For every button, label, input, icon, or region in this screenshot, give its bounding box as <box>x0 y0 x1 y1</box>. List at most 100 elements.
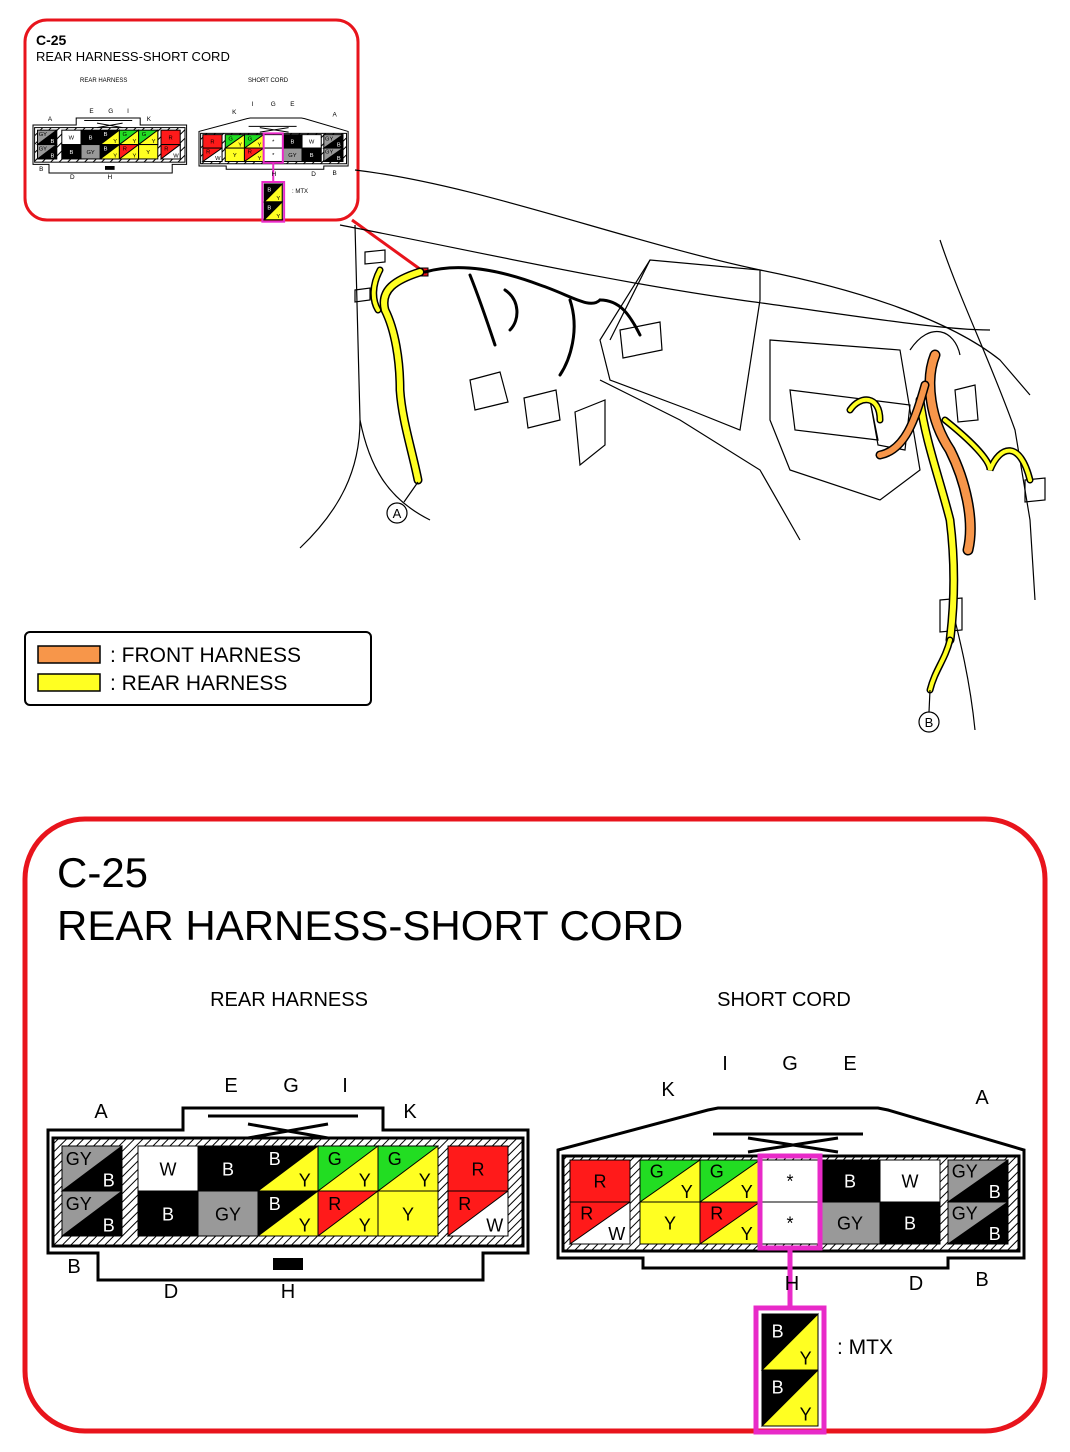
pin-label-d: D <box>70 174 75 181</box>
connector-key <box>105 166 115 170</box>
short-top-cell: B <box>282 134 303 149</box>
cell-color-1: B <box>269 1194 281 1214</box>
rear-top-cell: R <box>160 129 181 146</box>
callout-a: A <box>386 481 419 524</box>
pin-label-i: I <box>342 1075 348 1097</box>
cell-bg <box>447 1145 509 1192</box>
cell-color-1: G <box>123 132 128 138</box>
cell-color-1: GY <box>325 150 333 156</box>
short-bottom-cell: GYB <box>946 1201 1009 1245</box>
cell-color-2: B <box>51 154 55 160</box>
pin-label-b: B <box>39 166 43 173</box>
inset-mtx-label: : MTX <box>292 189 308 195</box>
rear-top-cell: GYB <box>60 1145 123 1192</box>
cell-color: B <box>162 1204 174 1224</box>
cell-color-1: GY <box>952 1204 978 1224</box>
pin-label-g: G <box>108 108 113 115</box>
cell-stripe <box>446 1190 509 1237</box>
cell-color-2: Y <box>741 1224 753 1244</box>
mtx-cell: BY <box>760 1368 819 1427</box>
pin-label-k: K <box>661 1079 675 1101</box>
rear-top-cell: GY <box>117 129 140 145</box>
main-right-label: SHORT CORD <box>717 989 851 1011</box>
cell-color-2: B <box>337 156 341 162</box>
pin-label-i: I <box>127 108 129 115</box>
pin-label-e: E <box>843 1053 856 1075</box>
cell-color-2: Y <box>681 1182 693 1202</box>
cell-color-2: W <box>173 154 179 160</box>
cell-color: * <box>272 153 275 159</box>
inset-pointer-line <box>351 218 425 274</box>
cell-color: W <box>69 136 75 142</box>
cell-color-1: B <box>267 205 271 211</box>
cell-bg <box>197 1145 259 1192</box>
cell-color: B <box>904 1213 916 1233</box>
rear-top-cell: GY <box>316 1145 379 1192</box>
cell-color-2: Y <box>113 154 117 160</box>
short-bottom-cell: RY <box>242 147 265 162</box>
short-top-cell: GYB <box>322 133 344 149</box>
cell-color-1: GY <box>39 132 47 138</box>
cell-color-2: Y <box>238 143 242 149</box>
short-top-cell: GYB <box>946 1159 1009 1203</box>
main-title: REAR HARNESS-SHORT CORD <box>57 902 683 949</box>
cell-color-2: Y <box>299 1216 311 1236</box>
short-bottom-cell: B <box>879 1201 941 1245</box>
main-connector-panel: C-25 REAR HARNESS-SHORT CORD REAR HARNES… <box>22 816 1048 1435</box>
cell-color: Y <box>146 150 150 156</box>
vehicle-illustration <box>299 169 1046 731</box>
pin-label-i: I <box>722 1053 728 1075</box>
cell-color: B <box>222 1159 234 1179</box>
cell-color-2: Y <box>800 1404 812 1424</box>
cell-color: R <box>210 139 214 145</box>
cell-color: R <box>472 1159 485 1179</box>
rear-bottom-cell: GY <box>197 1190 259 1237</box>
pin-label-e: E <box>290 101 294 108</box>
inset-title: REAR HARNESS-SHORT CORD <box>36 49 230 64</box>
cell-color-2: Y <box>276 196 280 202</box>
legend-rear-swatch <box>37 673 101 692</box>
short-bottom-cell: B <box>301 147 322 163</box>
connector-latch <box>84 120 133 129</box>
rear-top-cell: R <box>447 1145 509 1192</box>
cell-color: B <box>844 1171 856 1191</box>
cell-stripe <box>946 1201 1009 1245</box>
pin-label-a: A <box>48 116 53 123</box>
rear-bottom-cell: RY <box>117 143 140 160</box>
cell-color-1: B <box>267 187 271 193</box>
cell-color-1: R <box>248 150 252 156</box>
cell-color-2: W <box>608 1224 625 1244</box>
mtx-cell: BY <box>760 1312 819 1371</box>
legend-rear-label: : REAR HARNESS <box>110 672 287 695</box>
pin-label-k: K <box>232 109 237 116</box>
short-bottom-cell: RY <box>698 1201 761 1245</box>
cell-color-2: Y <box>741 1182 753 1202</box>
rear-top-cell: B <box>80 129 101 146</box>
cell-color: R <box>169 136 173 142</box>
short-top-cell: W <box>301 134 322 149</box>
inset-code: C-25 <box>36 32 67 48</box>
cell-bg <box>137 1145 199 1192</box>
rear-top-cell: GYB <box>35 129 58 145</box>
callout-a-label: A <box>393 506 402 521</box>
cell-color-1: R <box>580 1204 593 1224</box>
cell-color-1: GY <box>66 1194 92 1214</box>
rear-bottom-cell: RY <box>316 1190 379 1237</box>
pin-label-k: K <box>147 116 152 123</box>
cell-color-2: Y <box>257 156 261 162</box>
rear-bottom-cell: GYB <box>35 143 58 160</box>
pin-label-g: G <box>782 1053 798 1075</box>
inset-left-label: REAR HARNESS <box>80 78 127 84</box>
pin-label-e: E <box>224 1075 237 1097</box>
cell-color-1: R <box>206 150 210 156</box>
cell-color-2: Y <box>257 143 261 149</box>
pin-label-b: B <box>67 1256 80 1278</box>
cell-bg <box>377 1190 439 1237</box>
cell-color-1: G <box>228 136 233 142</box>
rear-bottom-cell: B <box>61 144 82 160</box>
cell-stripe <box>322 147 344 163</box>
cell-stripe <box>35 143 58 160</box>
cell-bg <box>569 1159 631 1203</box>
connector-latch <box>713 1132 863 1154</box>
